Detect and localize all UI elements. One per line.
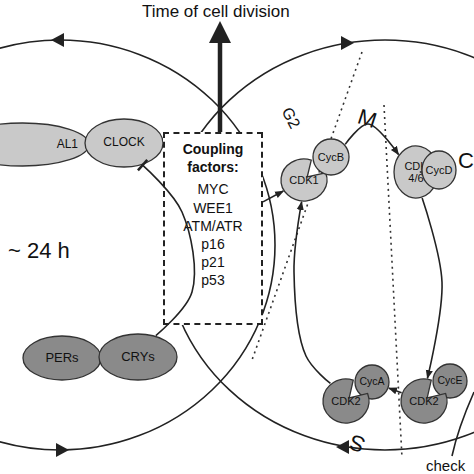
protein-blob: AL1 [0, 122, 90, 167]
loop-arrowhead [341, 36, 354, 50]
division-arrowhead [209, 21, 231, 43]
protein-name: PERs [45, 351, 78, 365]
heading-label: Time of cell division [142, 3, 290, 20]
protein-name: CycE [437, 375, 462, 387]
blob-shape [85, 119, 163, 167]
blob-shape [355, 365, 389, 399]
arrow-connector [389, 388, 402, 393]
box-heading: Coupling factors: [169, 140, 257, 176]
coupling-box: Coupling factors: MYC WEE1 ATM/ATR p16 p2… [163, 132, 263, 325]
phase-label: check [426, 458, 465, 473]
protein-blob: CycE [432, 363, 468, 399]
arrow-connector [422, 198, 442, 378]
blob-shape [433, 364, 467, 398]
protein-name: CRYs [121, 350, 155, 364]
arrow-connector [294, 202, 330, 384]
protein-blob: CDK2 [400, 378, 448, 424]
protein-blob: PERs [22, 335, 102, 381]
phase-label: C [458, 150, 474, 172]
checkpoint-line [452, 392, 474, 456]
phase-label: S [347, 430, 368, 456]
protein-blob: CycB [312, 138, 350, 176]
phase-label: ~ 24 h [8, 240, 70, 262]
protein-name: CDK2 [409, 395, 438, 407]
arrow-connector [263, 191, 283, 202]
blob-shape [422, 151, 456, 189]
protein-blob: CDK2 [322, 378, 370, 424]
kinase-shape [401, 379, 447, 423]
blob-shape [0, 123, 89, 166]
division-arrow [218, 40, 223, 132]
protein-blob: CLOCK [84, 118, 164, 168]
protein-name: CycA [359, 376, 384, 388]
protein-blob: CRYs [98, 333, 178, 381]
loop-arrowhead [51, 33, 64, 47]
phase-label: M [355, 106, 379, 133]
protein-blob: CycD [421, 150, 457, 190]
protein-name: CycD [426, 164, 453, 176]
phase-label: G2 [279, 105, 303, 131]
cell-cycle-loop [165, 40, 474, 450]
protein-name: CDK1 [289, 174, 318, 186]
loop-arrowhead [56, 443, 69, 457]
protein-blob: CycA [354, 364, 390, 400]
protein-name: CLOCK [103, 136, 144, 149]
kinase-shape [323, 379, 369, 423]
blob-shape [23, 336, 101, 380]
phase-divider [252, 52, 362, 360]
protein-name: AL1 [57, 138, 78, 151]
protein-name: CycB [318, 151, 344, 163]
factor-list: MYC WEE1 ATM/ATR p16 p21 p53 [169, 180, 257, 289]
blob-shape [99, 334, 177, 380]
circadian-loop [0, 40, 275, 450]
blob-shape [313, 139, 349, 175]
protein-name: CDK2 [331, 395, 360, 407]
